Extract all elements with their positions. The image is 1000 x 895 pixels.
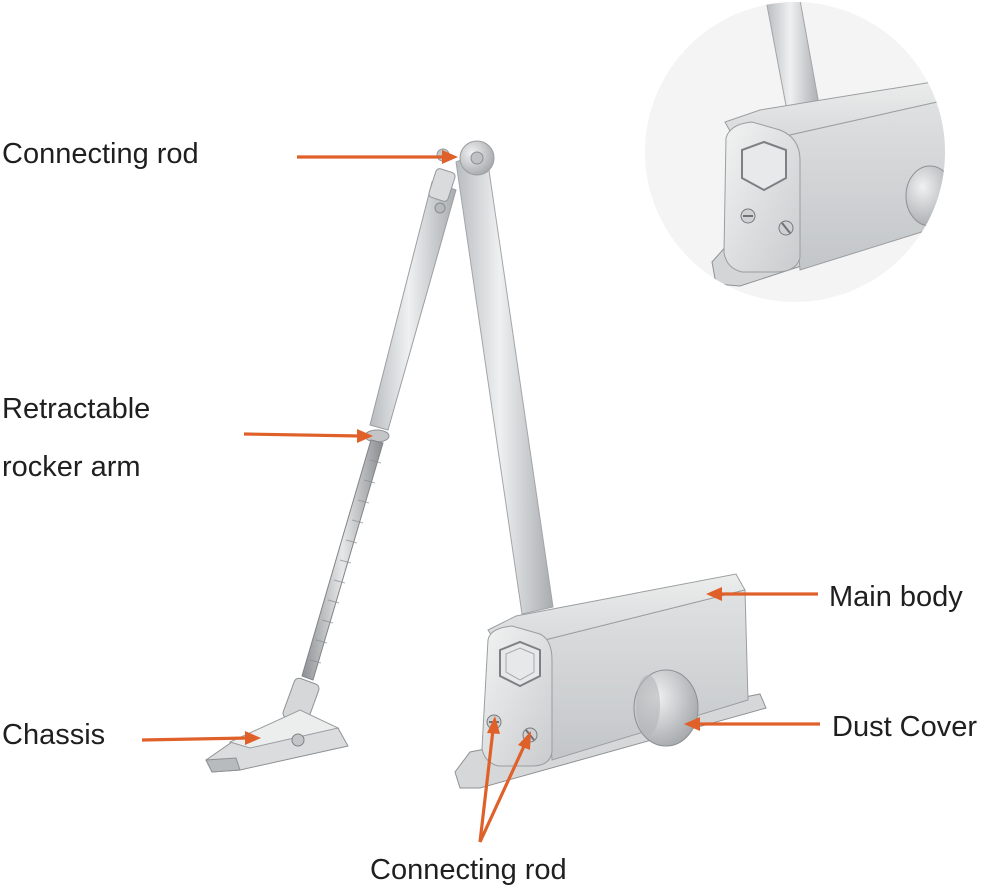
arrow-main-body <box>706 587 818 601</box>
label-retractable-line2: rocker arm <box>2 451 141 483</box>
arrow-dust-cover <box>684 717 820 731</box>
label-connecting-rod-bottom: Connecting rod <box>370 854 567 886</box>
callout-arrows <box>141 150 820 843</box>
arrow-connecting-rod-bottom <box>478 716 531 843</box>
chassis-bracket <box>205 677 349 773</box>
label-chassis: Chassis <box>2 719 106 751</box>
label-dust-cover: Dust Cover <box>832 711 978 743</box>
main-body-housing <box>454 573 767 789</box>
label-connecting-rod-top: Connecting rod <box>2 138 199 170</box>
arrow-connecting-rod-top <box>297 150 458 164</box>
arrow-retractable-arm <box>243 429 373 443</box>
label-retractable-line1: Retractable <box>2 393 151 425</box>
main-arm <box>455 149 554 615</box>
threaded-rod <box>301 439 384 681</box>
retractable-arm-tube <box>369 181 457 431</box>
inset-closeup <box>645 2 945 302</box>
label-main-body: Main body <box>829 581 963 613</box>
hex-adjuster <box>499 640 541 688</box>
arrow-chassis <box>141 731 261 745</box>
